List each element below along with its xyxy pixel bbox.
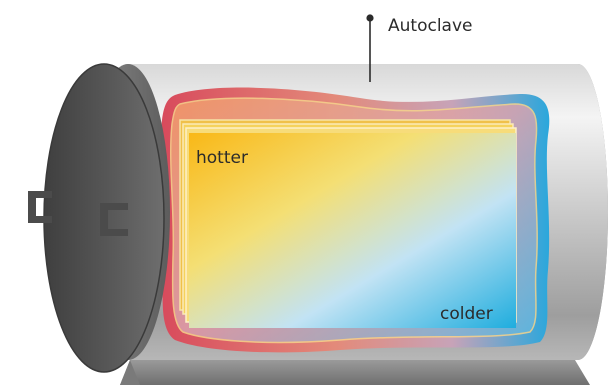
autoclave-label-pointer <box>366 14 374 82</box>
latch-icon <box>100 203 128 236</box>
colder-label: colder <box>440 304 493 324</box>
latch-icon <box>28 191 52 223</box>
autoclave-label: Autoclave <box>388 16 472 36</box>
heated-part <box>189 133 516 328</box>
autoclave-stand <box>120 360 590 385</box>
part-stack <box>179 119 517 328</box>
hotter-label: hotter <box>196 148 248 168</box>
